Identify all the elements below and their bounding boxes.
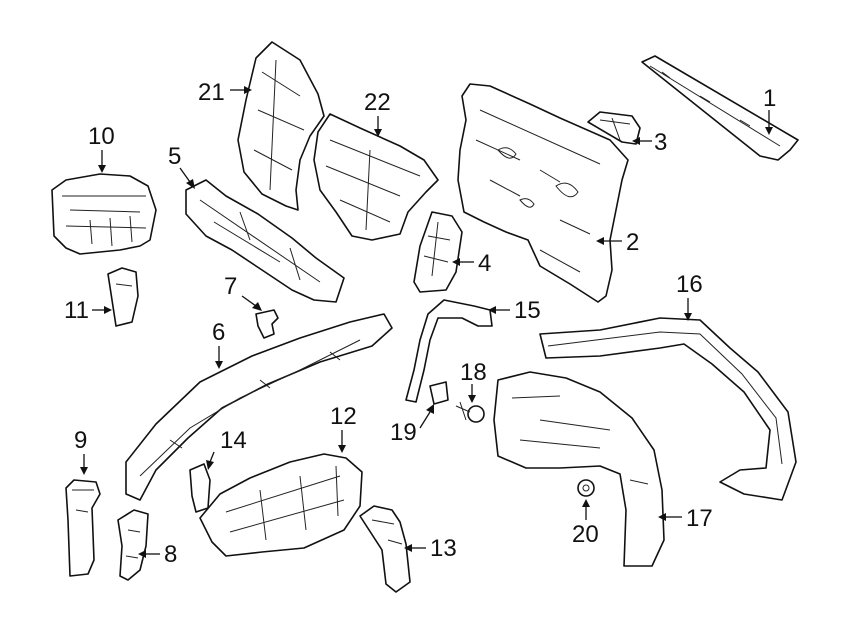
callout-9-label: 9 [74, 427, 87, 454]
callout-22: 22 [364, 89, 391, 137]
part-12-box[interactable] [199, 453, 363, 557]
callout-6-label: 6 [212, 319, 225, 346]
callout-12-label: 12 [330, 403, 357, 430]
callout-3-label: 3 [654, 129, 667, 156]
part-2-dash-panel[interactable] [457, 83, 629, 303]
part-21-side-panel[interactable] [237, 41, 325, 211]
callout-19: 19 [390, 404, 434, 446]
callout-22-label: 22 [364, 89, 391, 116]
part-4-panel[interactable] [413, 211, 463, 293]
part-13-bracket[interactable] [359, 505, 411, 593]
callout-11-label: 11 [64, 297, 89, 324]
callout-1: 1 [763, 85, 776, 135]
callout-16: 16 [676, 271, 703, 321]
part-7-clip[interactable] [255, 309, 279, 339]
part-1-cowl-bar[interactable] [641, 55, 799, 161]
callout-18-label: 18 [460, 359, 487, 386]
callout-10: 10 [88, 123, 115, 173]
callout-21: 21 [198, 79, 252, 106]
callout-4-label: 4 [478, 250, 491, 277]
part-5-duct[interactable] [185, 179, 345, 303]
part-18-screw[interactable] [455, 401, 485, 423]
callout-8: 8 [138, 541, 177, 568]
part-9-bracket[interactable] [65, 479, 101, 577]
part-17-liner[interactable] [493, 371, 665, 567]
callout-4: 4 [452, 250, 491, 277]
callout-20-label: 20 [572, 521, 599, 548]
part-20-nut[interactable] [577, 479, 595, 497]
part-6-rail[interactable] [125, 313, 393, 501]
callout-13: 13 [404, 535, 457, 562]
callout-6: 6 [212, 319, 225, 369]
callout-17-label: 17 [686, 505, 713, 532]
callout-13-label: 13 [430, 535, 457, 562]
part-8-bracket[interactable] [117, 509, 149, 581]
callout-14: 14 [206, 427, 247, 470]
callout-8-label: 8 [164, 541, 177, 568]
callout-7: 7 [224, 273, 262, 311]
callout-10-label: 10 [88, 123, 115, 150]
part-15-rod[interactable] [405, 299, 493, 403]
part-3-bracket[interactable] [587, 111, 641, 145]
callout-2: 2 [596, 229, 639, 256]
callout-15: 15 [488, 297, 541, 324]
part-14-bracket[interactable] [189, 463, 211, 513]
callout-12: 12 [330, 403, 357, 453]
callout-5-label: 5 [168, 143, 181, 170]
callout-5: 5 [168, 143, 195, 189]
callout-18: 18 [460, 359, 487, 403]
callout-20: 20 [572, 499, 599, 548]
callout-14-label: 14 [220, 427, 247, 454]
callout-15-label: 15 [514, 297, 541, 324]
callout-11: 11 [64, 297, 112, 324]
callout-19-label: 19 [390, 419, 417, 446]
callout-9: 9 [74, 427, 88, 475]
callout-21-label: 21 [198, 79, 225, 106]
callout-2-label: 2 [626, 229, 639, 256]
part-16-frame[interactable] [539, 317, 797, 501]
callout-7-label: 7 [224, 273, 237, 300]
part-11-bracket[interactable] [107, 267, 139, 327]
callout-16-label: 16 [676, 271, 703, 298]
part-22-insulator[interactable] [313, 113, 439, 241]
callout-17: 17 [658, 505, 713, 532]
part-10-housing[interactable] [51, 173, 157, 255]
part-19-clip[interactable] [429, 381, 449, 405]
callout-1-label: 1 [763, 85, 776, 112]
callout-3: 3 [632, 129, 667, 156]
